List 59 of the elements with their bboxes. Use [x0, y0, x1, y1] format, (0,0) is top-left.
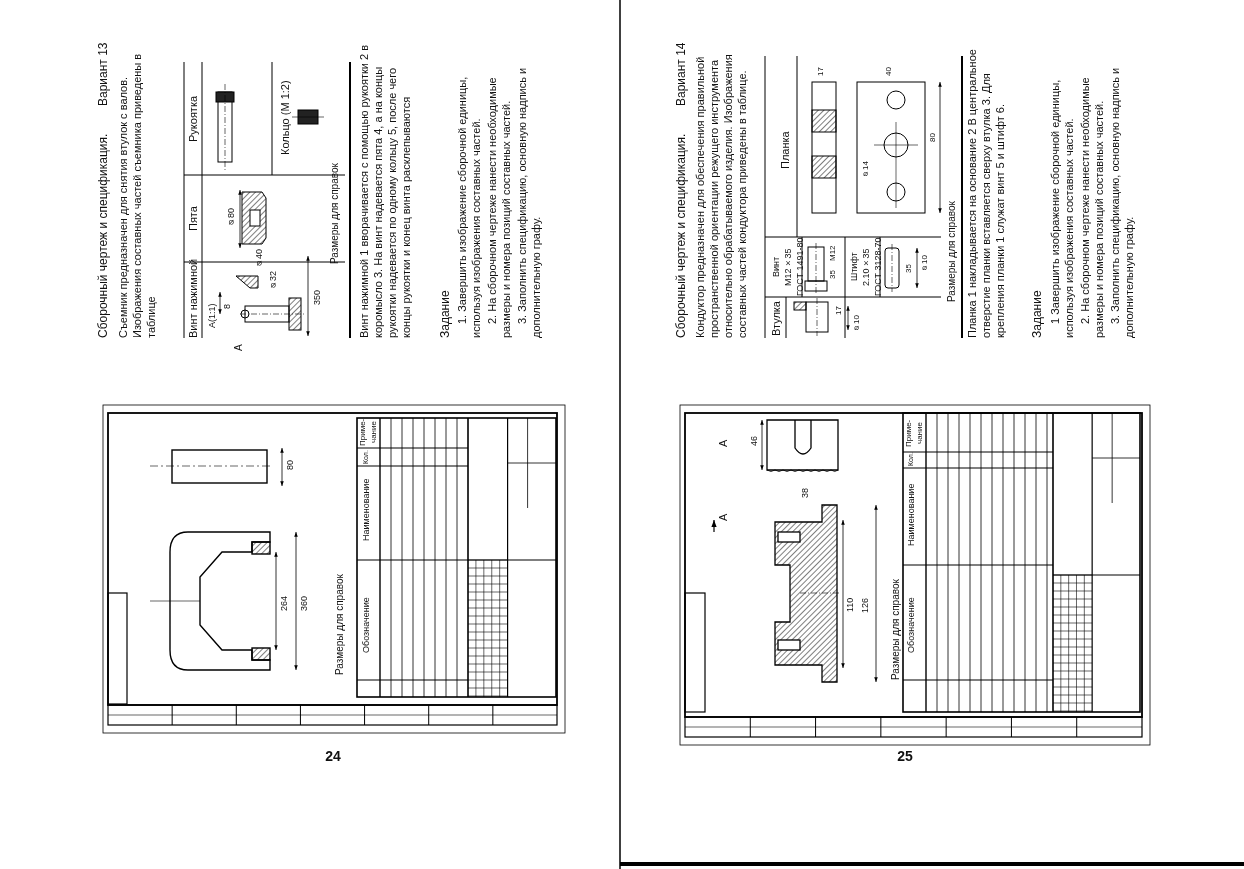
task-item: 2. На сборочном чертеже нанести необходимые размеры и номера позиций составных частей.	[1078, 76, 1106, 338]
task-item: 1. Завершить изображение сборочной единицы, используя изображения составных частей.	[455, 75, 483, 338]
task-heading: Задание	[438, 289, 453, 338]
page-number: 24	[324, 748, 342, 764]
heading: Сборочный чертеж и спецификация.	[674, 132, 689, 338]
dimension-label: ⌀10	[920, 254, 930, 275]
dimension-label: 40	[884, 66, 894, 79]
column-header: Наименование	[906, 482, 917, 549]
dimension-label: ⌀14	[861, 160, 871, 181]
heading: Сборочный чертеж и спецификация.	[96, 132, 111, 338]
dimension-label: ⌀32	[268, 270, 279, 293]
task-heading: Задание	[1030, 289, 1045, 338]
task-item: 2. На сборочном чертеже нанести необходимые размеры и номера позиций составных частей.	[485, 76, 513, 338]
dimension-label: 8	[222, 302, 233, 311]
task-item: 1 Завершить изображение сборочной единицы, используя изображения составных частей.	[1048, 78, 1076, 338]
description-text: Съемник предназначен для снятия втулок с валов. Изображения составных частей съемника приведены в таблице	[116, 52, 158, 338]
column-header: Приме- чание	[357, 417, 379, 447]
view-mark: A	[716, 438, 728, 449]
dimension-label: 38	[800, 487, 811, 500]
dimension-label: 46	[749, 435, 760, 448]
note-text: Размеры для справок	[328, 162, 341, 267]
dimension-label: 350	[312, 288, 323, 307]
dimension-label: M12	[828, 244, 838, 263]
description-text: Кондуктор предназначен для обеспечения правильной пространственной ориентации режущего инструмента относительно обрабатываемого изделия. Изображения составных частей кондуктора приведены в таблице.	[693, 53, 749, 338]
task-item: 3. Заполнить спецификацию, основную надпись и дополнительную графу.	[515, 66, 543, 338]
column-header: Наименование	[361, 477, 372, 544]
column-header: Кольцо (М 1:2)	[278, 79, 292, 158]
paragraph: Планка 1 накладывается на основание 2 В центральное отверстие планки вставляется сверху втулка 3. Для крепления планки 1 служат винт 5 и штифт 6.	[965, 48, 1007, 338]
dimension-label: 35	[904, 263, 914, 276]
dimension-label: 17	[816, 66, 826, 79]
view-mark: A	[716, 512, 728, 523]
note-text: Размеры для справок	[333, 573, 346, 678]
dimension-label: 126	[860, 596, 871, 615]
dimension-label: 17	[834, 305, 844, 318]
column-header: Обозначение	[906, 596, 917, 655]
dimension-label: ⌀10	[852, 314, 862, 335]
dimension-label: 80	[285, 459, 296, 472]
section-label: A(1:1)	[207, 302, 218, 331]
column-header: Планка	[778, 130, 792, 171]
column-header: Приме- чание	[903, 418, 925, 449]
dimension-label: ⌀80	[226, 207, 237, 230]
column-header: Пята	[186, 205, 200, 233]
column-header: Втулка	[769, 300, 783, 338]
note-text: Размеры для справок	[889, 578, 902, 683]
page-number: 25	[896, 748, 914, 764]
column-header: Рукоятка	[186, 94, 200, 144]
paragraph: Винт нажимной 1 вворачивается с помощью рукоятки 2 в коромысло 3. На винт надевается пята 4, а на концы рукоятки надевается по одному кольцу 5, после чего концы рукоятки и конец винта расклепываются	[357, 44, 413, 338]
dimension-label: 110	[845, 596, 856, 615]
variant-number: Вариант 14	[674, 42, 689, 108]
section-mark: A	[232, 343, 244, 354]
column-header: Обозначение	[361, 596, 372, 655]
dimension-label: 360	[299, 594, 310, 613]
dimension-label: 35	[828, 269, 838, 282]
dimension-label: 80	[928, 132, 938, 145]
task-item: 3. Заполнить спецификацию, основную надпись и дополнительную графу.	[1108, 66, 1136, 338]
note-text: Размеры для справок	[945, 200, 958, 305]
variant-number: Вариант 13	[96, 42, 111, 108]
dimension-label: 264	[279, 594, 290, 613]
dimension-label: ⌀40	[254, 248, 265, 271]
